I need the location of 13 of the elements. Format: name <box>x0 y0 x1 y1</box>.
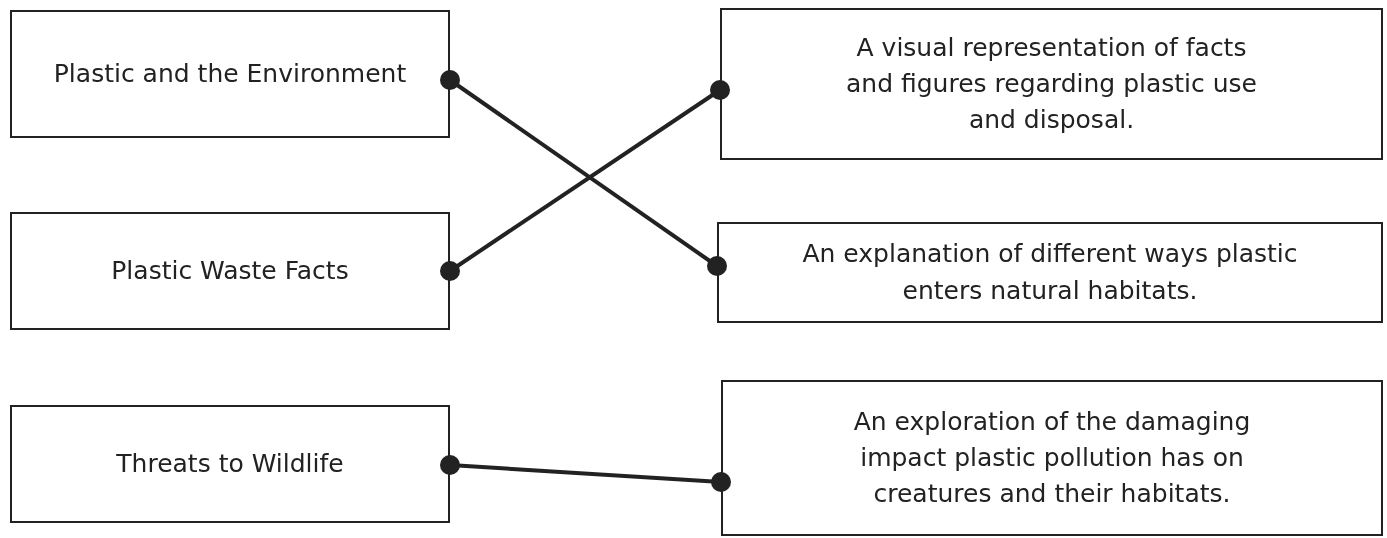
box-text: Plastic Waste Facts <box>111 254 349 287</box>
box-text: An explanation of different ways plastic enters natural habitats. <box>801 238 1299 307</box>
connector-line <box>440 455 731 492</box>
box-text: A visual representation of facts and figures regarding plastic use and disposal. <box>845 31 1258 137</box>
text-box <box>10 405 450 523</box>
text-box <box>10 212 450 330</box>
box-text: An exploration of the damaging impact plastic pollution has on creatures and their habitats. <box>852 405 1252 511</box>
text-box <box>717 222 1383 323</box>
box-text: Plastic and the Environment <box>53 57 407 90</box>
box-text: Threats to Wildlife <box>116 447 344 480</box>
text-box <box>720 8 1383 160</box>
text-box <box>10 10 450 138</box>
text-box <box>721 380 1383 536</box>
